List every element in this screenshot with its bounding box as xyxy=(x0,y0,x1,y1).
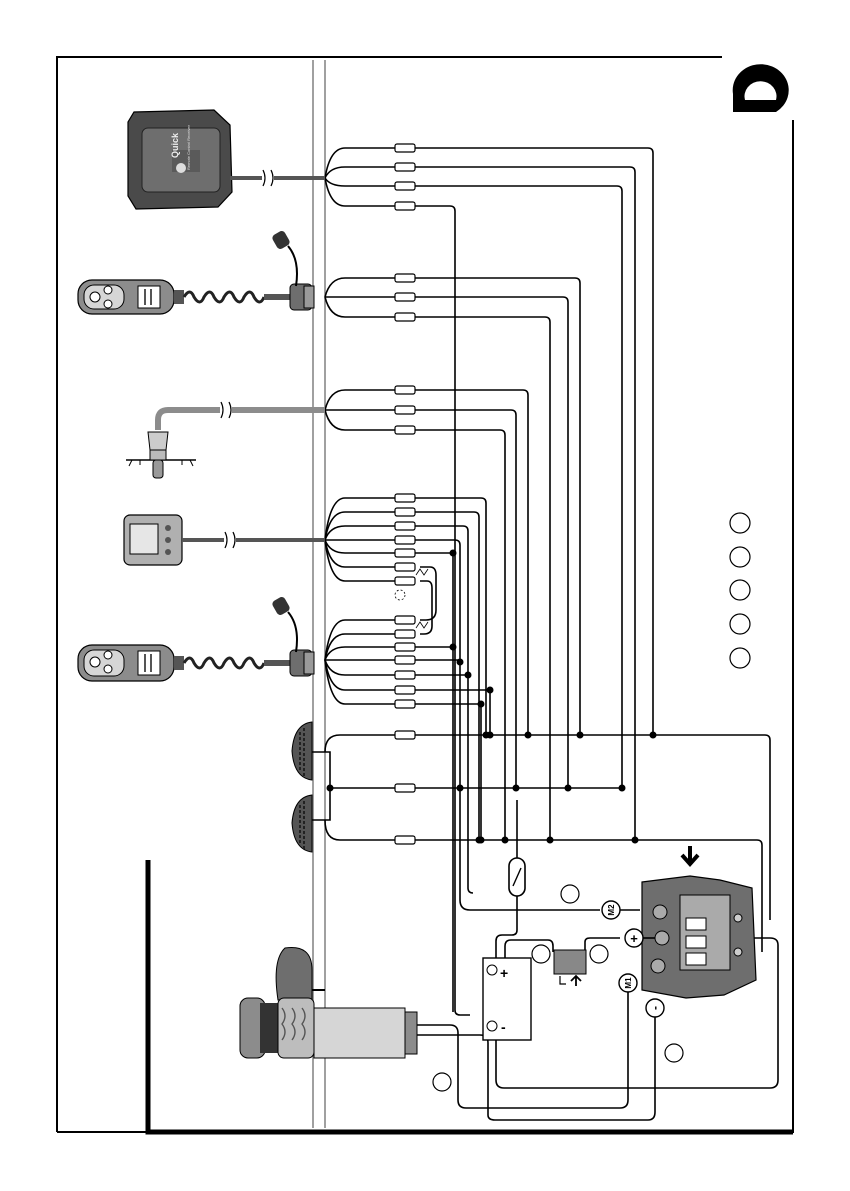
battery: + - xyxy=(483,958,531,1040)
handheld-remote-2 xyxy=(78,596,314,681)
terminal-minus-label: - xyxy=(648,1006,662,1010)
terminal-m1-label: M1 xyxy=(624,977,633,989)
terminal-m2: M2 xyxy=(602,901,640,919)
quick-logo-icon: Q xyxy=(0,0,794,120)
down-arrow-icon xyxy=(682,846,698,864)
battery-minus-label: - xyxy=(501,1019,506,1035)
deck-line xyxy=(313,60,325,1128)
receiver-logo: Quick xyxy=(170,132,180,158)
chain-counter-display xyxy=(124,515,325,565)
junction-dots xyxy=(327,550,657,844)
receiver-model-label: Remote Control Receiver xyxy=(186,124,191,170)
deck-foot-switch-down xyxy=(292,795,312,852)
fuse-icon xyxy=(509,858,525,896)
windlass xyxy=(240,947,417,1058)
motor-contactor xyxy=(642,846,756,998)
terminal-plus-label: + xyxy=(630,931,638,946)
terminal-m1: M1 xyxy=(619,974,637,992)
remote-control-receiver: Quick Remote Control Receiver xyxy=(128,110,325,209)
terminal-m2-label: M2 xyxy=(607,904,616,916)
circuit-breaker-icon xyxy=(554,950,586,986)
chain-sensor xyxy=(126,402,325,478)
handheld-remote-1 xyxy=(78,230,314,314)
terminal-minus: - xyxy=(646,999,664,1017)
deck-foot-switch-up xyxy=(292,722,312,780)
butt-connectors xyxy=(395,144,415,844)
legend-circles xyxy=(730,513,750,668)
battery-plus-label: + xyxy=(500,965,508,981)
